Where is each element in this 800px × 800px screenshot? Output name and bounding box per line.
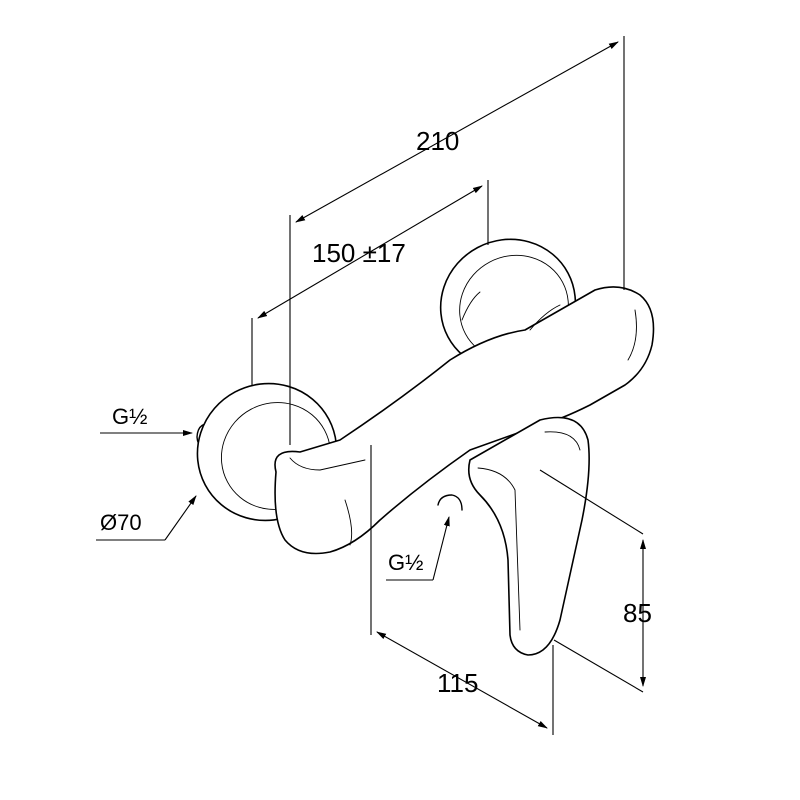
callout-thread-bottom: G½ <box>386 516 450 581</box>
mixer-handle <box>467 416 590 656</box>
callout-thread-left: G½ <box>100 404 193 436</box>
dim-label-85: 85 <box>623 598 652 628</box>
dimension-85: 85 <box>539 469 652 693</box>
label-thread-left: G½ <box>112 404 147 429</box>
mixer-body <box>274 286 655 555</box>
bottom-outlet <box>437 494 463 511</box>
label-thread-bottom: G½ <box>388 550 423 575</box>
dimension-115: 115 <box>370 445 554 735</box>
dimension-150: 150 ±17 <box>251 180 489 385</box>
dim-label-150: 150 ±17 <box>312 238 406 268</box>
dim-label-115: 115 <box>437 668 478 698</box>
callout-diameter: Ø70 <box>96 495 197 541</box>
label-rosette-diameter: Ø70 <box>100 510 142 535</box>
dim-label-210: 210 <box>416 126 459 156</box>
